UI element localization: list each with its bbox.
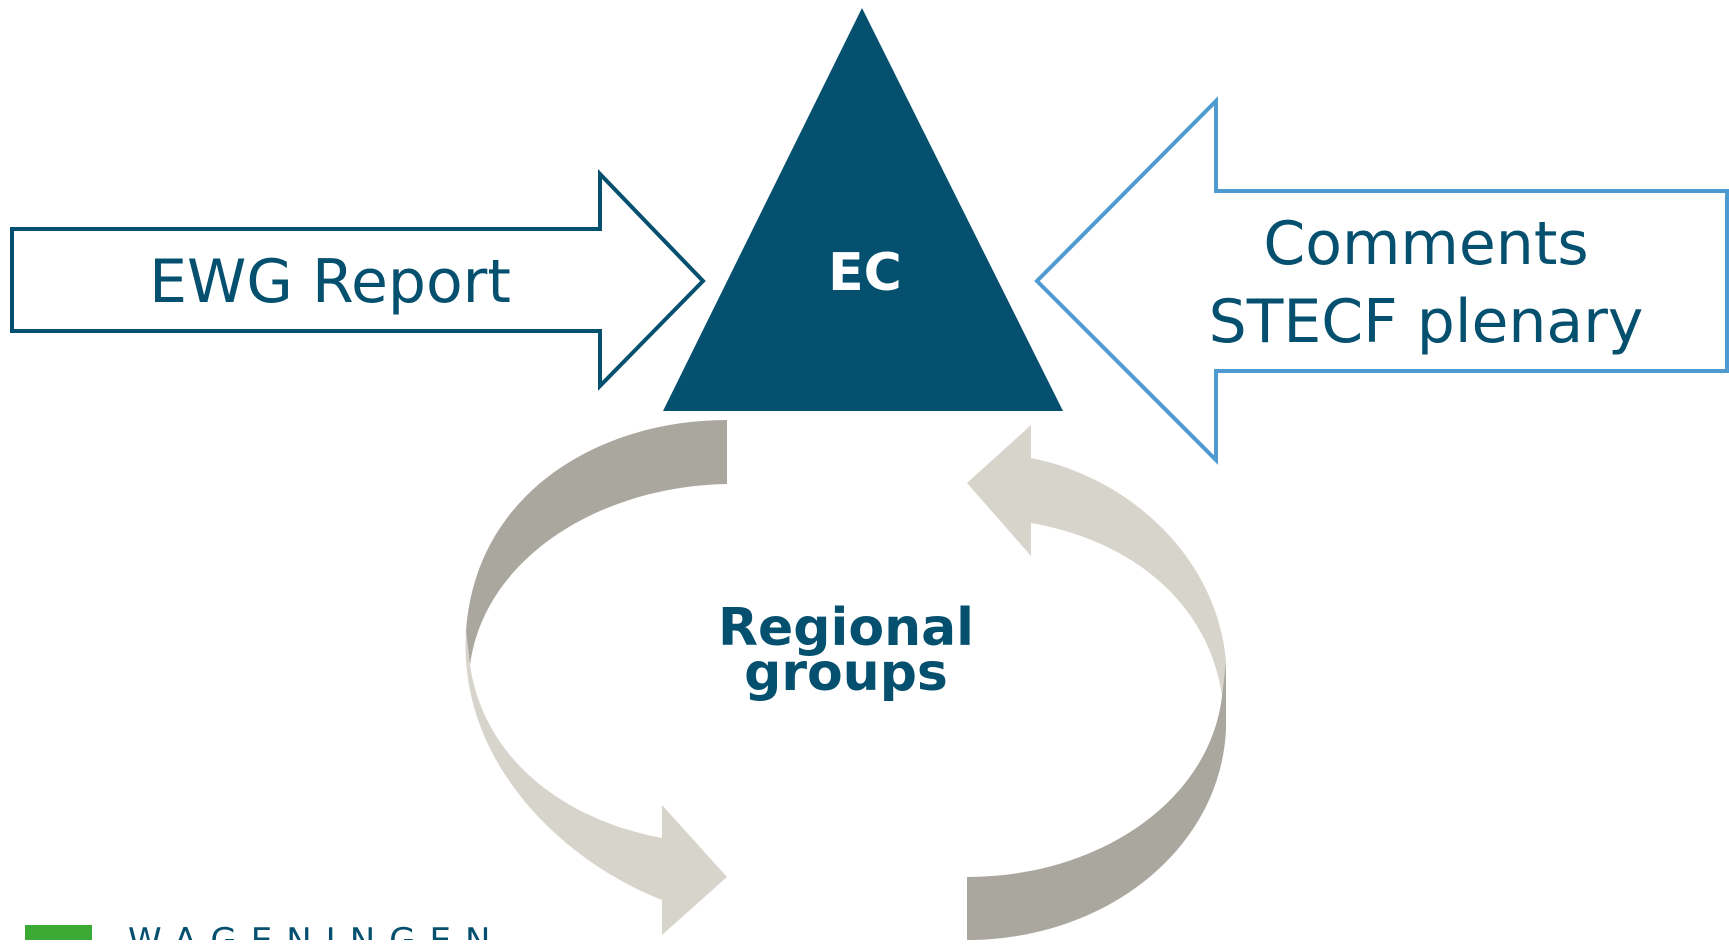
ec-label: EC bbox=[828, 243, 902, 303]
ec-triangle bbox=[663, 8, 1063, 411]
stecf-comments-line2: STECF plenary bbox=[1209, 287, 1644, 357]
cycle-arrow-bottom-right bbox=[967, 662, 1226, 940]
wageningen-logo-mark bbox=[25, 925, 92, 944]
wageningen-logo: WAGENINGEN bbox=[25, 921, 504, 944]
ewg-report-label: EWG Report bbox=[149, 247, 511, 317]
regional-groups-line2: groups bbox=[744, 643, 948, 703]
ewg-report-arrow bbox=[10, 169, 706, 391]
cycle-arrow-bottom-left bbox=[465, 632, 727, 935]
regional-groups-line1: Regional bbox=[718, 598, 974, 658]
wageningen-logo-text: WAGENINGEN bbox=[128, 921, 504, 940]
cycle-arrows bbox=[465, 420, 1226, 940]
stecf-comments-line1: Comments bbox=[1263, 209, 1588, 279]
cycle-arrow-right bbox=[967, 425, 1226, 696]
stecf-comments-arrow bbox=[1034, 96, 1729, 465]
cycle-arrow-top-left bbox=[466, 420, 727, 665]
